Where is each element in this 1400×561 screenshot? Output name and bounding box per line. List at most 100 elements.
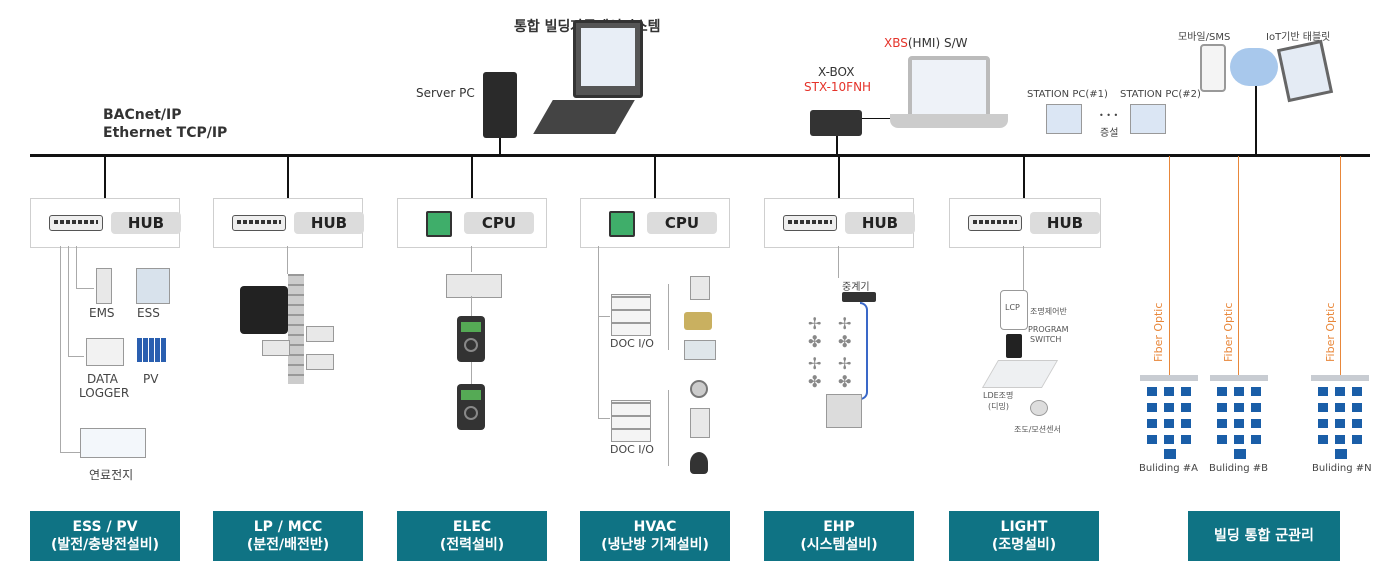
category-title: LIGHT [1000,519,1048,535]
building-label: Buliding #B [1209,463,1268,474]
program-switch-icon [1006,334,1022,358]
category-subtitle: (냉난방 기계설비) [601,537,709,553]
xbox-link [836,136,838,156]
server-pc-label: Server PC [416,86,475,100]
relay-label: 중계기 [842,282,870,293]
lp-link [287,246,288,274]
xbox-laptop-link [862,118,890,119]
xbox-label: X-BOX [818,65,855,79]
category-light[interactable]: LIGHT (조명설비) [949,511,1099,561]
category-title: EHP [823,519,855,535]
category-subtitle: (전력설비) [439,537,505,553]
lcp-panel-icon: LCP [1000,290,1028,330]
fuelcell-label: 연료전지 [89,468,134,482]
category-ehp[interactable]: EHP (시스템설비) [764,511,914,561]
ehp-wire [860,302,868,400]
node-label: HUB [111,212,181,234]
node-box-ess[interactable]: HUB [30,198,181,248]
ess-tree-line [60,452,80,453]
network-line1: BACnet/IP [103,107,182,123]
led-label2: (디밍) [988,402,1009,411]
drop-line [471,156,473,198]
hvac-tree-line [598,418,610,419]
station1-laptop-icon [1046,104,1082,134]
relay-device-icon [842,292,876,302]
ess-tree-line [68,246,69,356]
category-title: 빌딩 통합 군관리 [1214,528,1314,544]
drop-line [1023,156,1025,198]
category-subtitle: (시스템설비) [800,537,878,553]
led-panel-icon [981,360,1059,388]
hvac-tree-line [598,246,599,418]
keyboard-icon [533,100,635,134]
node-box-hvac[interactable]: CPU [580,198,730,248]
breaker-icon [262,340,290,356]
category-hvac[interactable]: HVAC (냉난방 기계설비) [580,511,730,561]
doc-io-icon [611,400,651,442]
station1-label: STATION PC(#1) [1027,89,1108,100]
fiber-line [1340,156,1341,376]
category-building-group[interactable]: 빌딩 통합 군관리 [1188,511,1340,561]
sensor-label: 조도/모션센서 [1014,425,1061,434]
node-box-elec[interactable]: CPU [397,198,547,248]
fuel-cell-icon [80,428,146,458]
category-title: ELEC [452,519,492,535]
expand-label: 증설 [1100,128,1119,139]
node-label: HUB [845,212,915,234]
category-elec[interactable]: ELEC (전력설비) [397,511,547,561]
fiber-line [1238,156,1239,376]
hvac-tree-line [668,284,669,350]
hmi-panel-icon [240,286,288,334]
doc-io-icon [611,294,651,336]
ahu-icon [684,340,716,360]
drop-line [838,156,840,198]
category-subtitle: (조명설비) [991,537,1057,553]
xbox-device-icon [810,110,862,136]
indoor-unit-icon: ✤ [808,372,822,391]
node-label: CPU [647,212,717,234]
indoor-unit-icon: ✤ [838,372,852,391]
boiler-icon [690,276,710,300]
server-link [499,138,501,156]
ess-container-icon [136,268,170,304]
cloud-link [1255,86,1257,156]
program-label2: SWITCH [1030,335,1062,344]
power-meter-icon [457,316,485,362]
hvac-tree-line [598,316,610,317]
node-label: HUB [1030,212,1100,234]
led-label1: LDE조명 [983,391,1014,400]
node-label: HUB [294,212,364,234]
laptop-icon [908,56,990,118]
sensor-icon [1030,400,1048,416]
laptop-base-icon [890,114,1008,128]
valve-icon [690,452,708,474]
solar-panel-icon [137,338,167,362]
hvac-tree-line [668,390,669,466]
fiber-label: Fiber Optic [1152,300,1165,364]
breaker-icon [306,326,334,342]
building-icon [1210,375,1268,461]
indoor-unit-icon: ✢ [838,354,852,373]
chiller-icon [684,312,712,330]
drop-line [287,156,289,198]
category-ess-pv[interactable]: ESS / PV (발전/충방전설비) [30,511,180,561]
network-line2: Ethernet TCP/IP [103,125,228,141]
node-box-lpmcc[interactable]: HUB [213,198,364,248]
ems-label: EMS [89,306,115,320]
fiber-label: Fiber Optic [1324,300,1337,364]
server-tower-icon [483,72,517,138]
node-box-ehp[interactable]: HUB [764,198,915,248]
indoor-unit-icon: ✢ [838,314,852,333]
node-box-light[interactable]: HUB [949,198,1101,248]
xbs-suffix: (HMI) S/W [907,36,968,50]
building-label: Buliding #N [1312,463,1372,474]
drop-line [104,156,106,198]
node-label: CPU [464,212,534,234]
category-lp-mcc[interactable]: LP / MCC (분전/배전반) [213,511,363,561]
building-label: Buliding #A [1139,463,1198,474]
ehp-link [838,246,839,278]
indoor-unit-icon: ✤ [808,332,822,351]
ess-tree-line [76,288,94,289]
elec-link [471,246,472,272]
category-subtitle: (분전/배전반) [246,537,330,553]
